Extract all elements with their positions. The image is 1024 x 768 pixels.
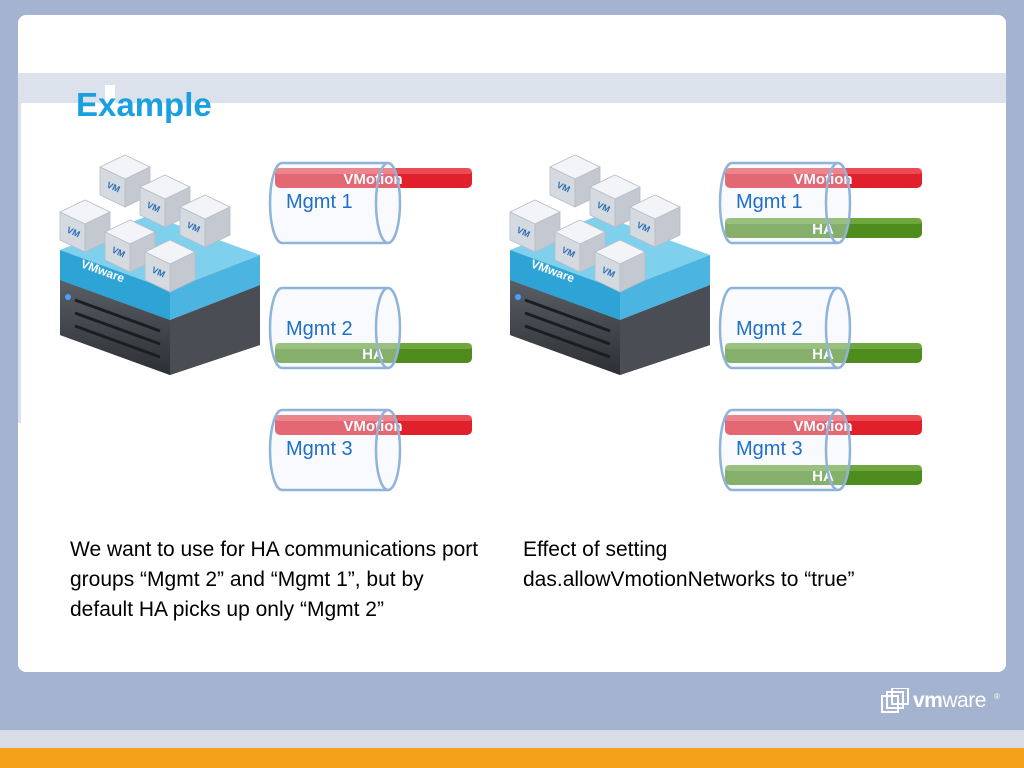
vmware-logo-icon — [881, 688, 909, 713]
vmware-logo: vmware ® — [880, 686, 1000, 718]
left-rule — [18, 103, 21, 423]
vm-cube: VM — [179, 194, 231, 248]
vm-cube: VM — [629, 194, 681, 248]
port-group-pipe-end — [824, 408, 839, 492]
ha-bar-highlight — [725, 465, 922, 471]
vmotion-bar-highlight — [275, 415, 472, 421]
server-side-face — [170, 285, 260, 375]
drive-slot — [524, 311, 611, 346]
vm-cube: VM — [144, 239, 196, 293]
ha-bar-highlight — [725, 218, 922, 224]
vm-cube: VM — [104, 219, 156, 273]
caption-left: We want to use for HA communications por… — [70, 538, 479, 621]
port-group-label: Mgmt 1 — [286, 191, 353, 213]
vmotion-bar-label: VMotion — [793, 418, 852, 435]
port-group-label: Mgmt 2 — [736, 318, 803, 340]
footer-band — [0, 730, 1024, 748]
vm-cube-right — [204, 206, 231, 248]
vm-cube: VM — [509, 199, 561, 253]
vm-cube: VM — [139, 174, 191, 228]
vmotion-bar-label: VMotion — [343, 171, 402, 188]
port-group-label: Mgmt 3 — [286, 438, 353, 460]
hypervisor-side — [620, 255, 710, 320]
drive-slot — [74, 298, 161, 333]
vm-cube-right — [619, 251, 646, 293]
power-led — [65, 294, 71, 300]
port-group-pipe-end — [374, 408, 389, 492]
hypervisor-side — [170, 255, 260, 320]
vmotion-bar-highlight — [725, 415, 922, 421]
port-group-label: Mgmt 3 — [736, 438, 803, 460]
title-band — [18, 73, 1006, 103]
vmware-logo-wordmark: vmware — [913, 689, 986, 712]
drive-slot — [74, 311, 161, 346]
server-side-face — [620, 285, 710, 375]
vm-cube-right — [169, 251, 196, 293]
vmotion-bar-label: VMotion — [793, 171, 852, 188]
hypervisor-front — [60, 250, 170, 320]
title-band-break — [105, 73, 115, 103]
vm-cube-right — [654, 206, 681, 248]
port-group-label: Mgmt 2 — [286, 318, 353, 340]
port-group-pipe-end — [374, 161, 389, 245]
hypervisor-front — [510, 250, 620, 320]
port-group-pipe-end — [374, 286, 389, 370]
drive-slot — [524, 298, 611, 333]
vmotion-bar-highlight — [275, 168, 472, 174]
title-band-stub — [105, 73, 115, 85]
vmware-logo-registered-mark: ® — [994, 692, 1000, 701]
ha-bar-highlight — [725, 343, 922, 349]
footer-orange-bar — [0, 748, 1024, 768]
port-group-pipe-end — [824, 161, 839, 245]
caption-right: Effect of setting das.allowVmotionNetwor… — [523, 538, 855, 591]
port-group-pipe-end — [824, 286, 839, 370]
drive-slot — [524, 324, 611, 359]
vm-cube: VM — [594, 239, 646, 293]
vmotion-bar-highlight — [725, 168, 922, 174]
ha-bar-highlight — [275, 343, 472, 349]
slide-title: Example — [76, 86, 212, 123]
drive-slot — [74, 324, 161, 359]
vm-cube: VM — [59, 199, 111, 253]
power-led — [515, 294, 521, 300]
vmotion-bar-label: VMotion — [343, 418, 402, 435]
port-group-label: Mgmt 1 — [736, 191, 803, 213]
